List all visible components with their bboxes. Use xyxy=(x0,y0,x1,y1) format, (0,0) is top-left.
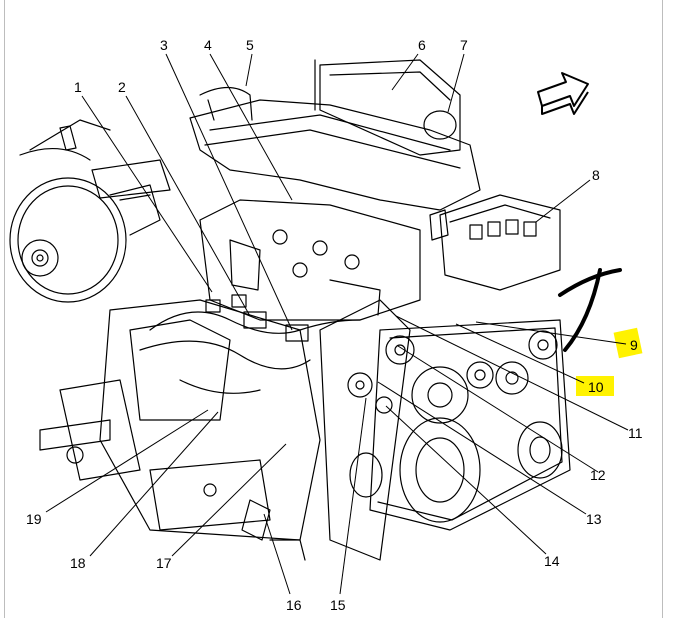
callout-3: 3 xyxy=(160,37,168,53)
relay-block xyxy=(429,194,561,291)
leader-lines xyxy=(45,53,629,595)
callout-17: 17 xyxy=(156,555,172,571)
lower-engine xyxy=(39,299,321,561)
callout-15: 15 xyxy=(330,597,346,613)
brake-booster xyxy=(9,177,161,303)
callout-8: 8 xyxy=(592,167,600,183)
callout-6: 6 xyxy=(418,37,426,53)
callout-9: 9 xyxy=(630,337,638,353)
master-cylinder xyxy=(19,119,171,199)
left-frame-line xyxy=(4,0,5,618)
callout-16: 16 xyxy=(286,597,302,613)
callout-7: 7 xyxy=(460,37,468,53)
callout-11: 11 xyxy=(628,425,643,441)
callout-14: 14 xyxy=(544,553,560,569)
callout-13: 13 xyxy=(586,511,602,527)
callout-1: 1 xyxy=(74,79,82,95)
front-direction-arrow-icon xyxy=(537,72,589,115)
air-pump-module xyxy=(314,59,461,156)
callout-5: 5 xyxy=(246,37,254,53)
intake-manifold xyxy=(189,86,481,211)
engine-block xyxy=(199,199,421,321)
highlight-mark-10 xyxy=(576,376,614,396)
callout-2: 2 xyxy=(118,79,126,95)
callout-12: 12 xyxy=(590,467,606,483)
callout-10: 10 xyxy=(588,379,604,395)
callout-19: 19 xyxy=(26,511,42,527)
accessory-drive xyxy=(349,319,571,531)
callout-18: 18 xyxy=(70,555,86,571)
timing-cover xyxy=(319,299,411,561)
wiring-harness xyxy=(139,294,361,394)
right-frame-line xyxy=(662,0,663,618)
callout-4: 4 xyxy=(204,37,212,53)
